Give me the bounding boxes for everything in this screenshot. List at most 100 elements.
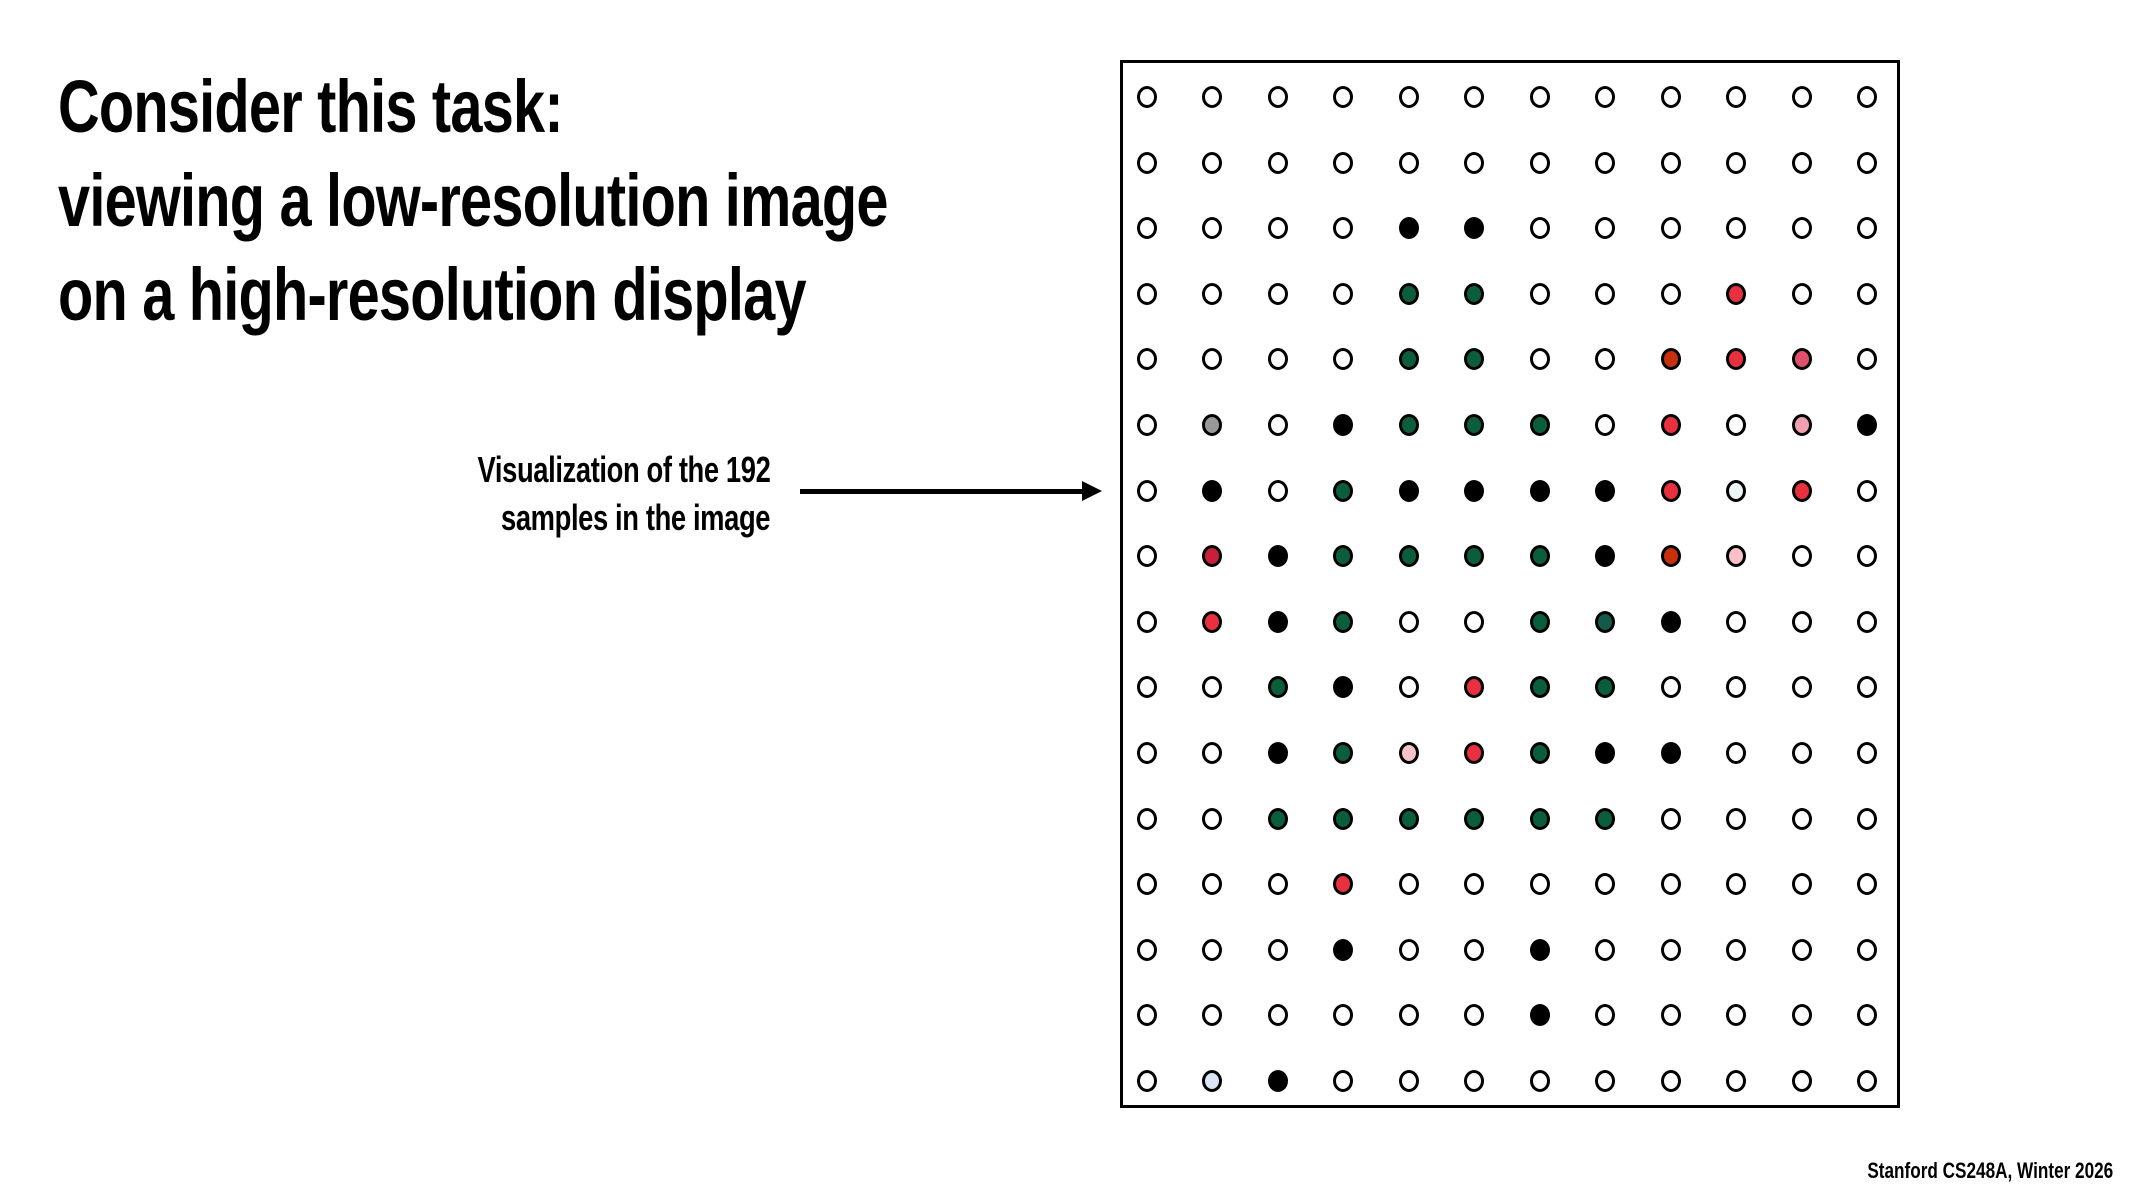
sample-dot — [1529, 742, 1550, 764]
sample-dot — [1398, 807, 1419, 830]
sample-dot — [1398, 414, 1419, 436]
sample-dot — [1660, 676, 1681, 699]
sample-dot — [1137, 217, 1157, 240]
sample-dot — [1595, 807, 1616, 830]
sample-dot — [1529, 282, 1550, 305]
sample-dot — [1791, 807, 1812, 830]
sample-dot — [1202, 348, 1223, 371]
sample-dot — [1267, 348, 1288, 371]
sample-dot — [1529, 348, 1550, 371]
sample-dot — [1595, 151, 1616, 174]
sample-dot — [1333, 217, 1354, 240]
sample-dot — [1791, 676, 1812, 699]
sample-dot — [1267, 479, 1288, 502]
sample-dot — [1202, 742, 1223, 764]
sample-dot — [1398, 873, 1419, 896]
sample-dot — [1464, 1070, 1485, 1092]
sample-dot — [1660, 545, 1681, 568]
sample-dot — [1595, 742, 1616, 764]
sample-dot — [1791, 86, 1812, 108]
sample-dot — [1267, 151, 1288, 174]
sample-dot — [1202, 479, 1223, 502]
sample-dot — [1333, 742, 1354, 764]
sample-dot — [1529, 676, 1550, 699]
sample-dot — [1791, 282, 1812, 305]
sample-dot — [1398, 479, 1419, 502]
sample-dot — [1791, 938, 1812, 961]
sample-dot — [1267, 610, 1288, 633]
sample-dot — [1595, 873, 1616, 896]
sample-dot — [1333, 676, 1354, 699]
sample-dot — [1856, 348, 1877, 371]
annotation-line-1: Visualization of the 192 — [477, 449, 770, 490]
sample-dot — [1464, 348, 1485, 371]
sample-grid-frame — [1120, 60, 1900, 1108]
sample-dot — [1137, 1004, 1157, 1027]
sample-dot — [1726, 348, 1747, 371]
sample-dot — [1398, 545, 1419, 568]
sample-dot — [1529, 414, 1550, 436]
sample-dot — [1726, 1070, 1747, 1092]
sample-dot — [1267, 807, 1288, 830]
sample-dot — [1595, 1004, 1616, 1027]
sample-dot — [1267, 742, 1288, 764]
sample-dot — [1791, 1004, 1812, 1027]
sample-dot — [1464, 873, 1485, 896]
sample-dot — [1202, 282, 1223, 305]
sample-dot — [1137, 282, 1157, 305]
sample-dot — [1464, 742, 1485, 764]
sample-dot — [1595, 676, 1616, 699]
sample-dot — [1464, 1004, 1485, 1027]
sample-dot — [1398, 348, 1419, 371]
sample-dot — [1726, 151, 1747, 174]
sample-dot — [1202, 676, 1223, 699]
sample-dot — [1333, 151, 1354, 174]
sample-dot — [1595, 282, 1616, 305]
sample-dot — [1464, 151, 1485, 174]
sample-dot — [1464, 86, 1485, 108]
sample-dot — [1333, 873, 1354, 896]
sample-dot — [1137, 545, 1157, 568]
sample-dot — [1660, 414, 1681, 436]
sample-dot — [1529, 151, 1550, 174]
sample-dot — [1464, 676, 1485, 699]
sample-dot — [1660, 217, 1681, 240]
sample-dot — [1595, 217, 1616, 240]
sample-dot — [1791, 151, 1812, 174]
sample-dot — [1137, 1070, 1157, 1092]
sample-dot — [1791, 348, 1812, 371]
sample-dot — [1856, 545, 1877, 568]
sample-dot — [1726, 282, 1747, 305]
sample-dot — [1660, 610, 1681, 633]
sample-dot — [1202, 873, 1223, 896]
sample-dot — [1660, 873, 1681, 896]
sample-dot — [1660, 1070, 1681, 1092]
sample-dot — [1398, 217, 1419, 240]
sample-dot — [1660, 86, 1681, 108]
sample-dot — [1398, 151, 1419, 174]
sample-dot — [1660, 742, 1681, 764]
sample-dot — [1660, 282, 1681, 305]
sample-dot — [1202, 86, 1223, 108]
sample-dot — [1856, 282, 1877, 305]
sample-dot — [1856, 873, 1877, 896]
sample-dot — [1595, 479, 1616, 502]
sample-dot — [1791, 217, 1812, 240]
sample-dot — [1333, 545, 1354, 568]
arrow-head — [1082, 481, 1102, 501]
sample-dot — [1464, 938, 1485, 961]
sample-dot — [1529, 86, 1550, 108]
sample-dot — [1726, 742, 1747, 764]
sample-dot — [1791, 873, 1812, 896]
sample-dot — [1137, 151, 1157, 174]
sample-dot — [1726, 1004, 1747, 1027]
sample-dot — [1595, 610, 1616, 633]
sample-dot — [1398, 938, 1419, 961]
sample-dot — [1267, 217, 1288, 240]
sample-dot — [1137, 479, 1157, 502]
sample-dot — [1791, 742, 1812, 764]
sample-dot — [1791, 610, 1812, 633]
sample-dot — [1333, 610, 1354, 633]
course-footer: Stanford CS248A, Winter 2026 — [1867, 1158, 2113, 1183]
sample-dot — [1464, 479, 1485, 502]
